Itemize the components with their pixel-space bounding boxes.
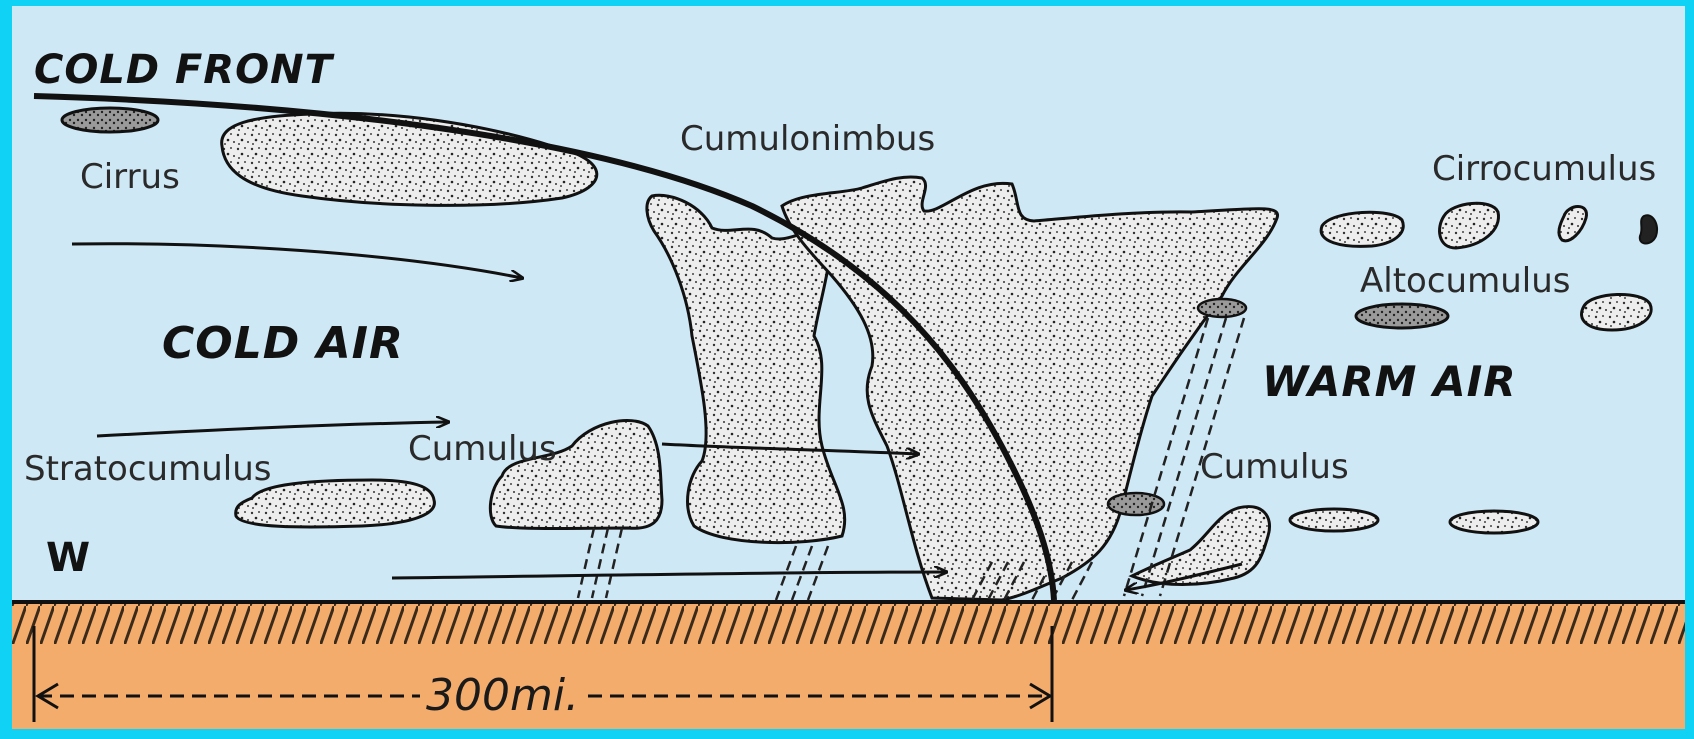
- label-cumulonimbus: Cumulonimbus: [680, 122, 935, 156]
- cloud-rain-blob-upper: [1198, 299, 1246, 317]
- cloud-cumulus-right-flat-2: [1450, 511, 1538, 533]
- label-stratocumulus: Stratocumulus: [24, 452, 271, 486]
- label-cirrus: Cirrus: [80, 160, 180, 194]
- cloud-cirrocumulus-1: [1321, 212, 1403, 246]
- label-cirrocumulus: Cirrocumulus: [1432, 152, 1656, 186]
- label-cold-air: COLD AIR: [162, 322, 404, 366]
- cloud-altocumulus-1: [1356, 304, 1448, 328]
- cloud-cirrocumulus-4: [1640, 215, 1657, 243]
- cloud-cumulus-right-flat-1: [1290, 509, 1378, 531]
- label-west: W: [46, 538, 91, 578]
- label-distance: 300mi.: [420, 674, 585, 718]
- label-cumulus-left: Cumulus: [408, 432, 557, 466]
- label-cold-front: COLD FRONT: [34, 50, 333, 90]
- cloud-altocumulus-2: [1582, 294, 1652, 330]
- label-cumulus-right: Cumulus: [1200, 450, 1349, 484]
- ground-hatching: [12, 604, 1685, 644]
- label-warm-air: WARM AIR: [1262, 361, 1517, 403]
- cloud-cirrus-small: [62, 108, 158, 132]
- cloud-rain-blob-lower: [1108, 493, 1164, 515]
- label-altocumulus: Altocumulus: [1360, 264, 1570, 298]
- diagram-frame: COLD FRONT COLD AIR WARM AIR W Cirrus Cu…: [12, 6, 1685, 729]
